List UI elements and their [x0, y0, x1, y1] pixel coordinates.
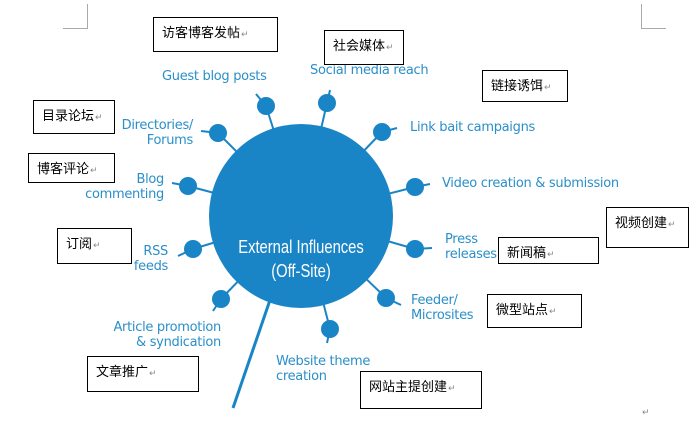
cn-box-website-theme[interactable]: 网站主提创建↵ [360, 371, 482, 409]
node-dot-guest-blog-posts [257, 97, 275, 115]
node-dot-feeder-microsites [377, 289, 395, 307]
label-guest-blog-posts: Guest blog posts [162, 69, 267, 84]
cn-box-social-media[interactable]: 社会媒体↵ [324, 30, 404, 65]
node-dot-directories-forums [209, 124, 227, 142]
label-feeder-microsites: Feeder/Microsites [411, 293, 474, 323]
label-video-creation: Video creation & submission [442, 176, 619, 191]
cn-box-article-promotion[interactable]: 文章推广↵ [87, 356, 199, 392]
trailing-paragraph-mark: ↵ [642, 408, 650, 418]
label-directories-forums: Directories/Forums [121, 118, 194, 148]
center-title: External Influences (Off-Site) [227, 235, 375, 283]
cn-box-press-releases[interactable]: 新闻稿↵ [498, 237, 599, 264]
pointer-line [231, 299, 272, 409]
node-dot-press-releases [406, 240, 424, 258]
node-dot-blog-commenting [179, 177, 197, 195]
label-article-promotion: Article promotion& syndication [113, 320, 221, 350]
node-dot-video-creation [406, 178, 424, 196]
center-title-line1: External Influences [238, 237, 364, 257]
cn-box-guest-blog-posts[interactable]: 访客博客发帖↵ [153, 17, 278, 52]
page-corner-mark-right [641, 4, 666, 29]
node-dot-website-theme-creation [321, 320, 339, 338]
center-title-line2: (Off-Site) [271, 261, 331, 281]
node-dot-social-media-reach [318, 94, 336, 112]
cn-box-link-bait[interactable]: 链接诱饵↵ [482, 70, 568, 102]
node-dot-link-bait-campaigns [373, 123, 391, 141]
page-corner-mark-left [63, 4, 88, 29]
center-circle [209, 124, 393, 308]
cn-box-video-creation[interactable]: 视频创建↵ [606, 207, 689, 248]
label-link-bait-campaigns: Link bait campaigns [410, 120, 535, 135]
cn-box-rss-feeds[interactable]: 订阅↵ [57, 228, 132, 264]
cn-box-feeder-microsites[interactable]: 微型站点↵ [487, 294, 582, 328]
cn-box-blog-commenting[interactable]: 博客评论↵ [28, 153, 115, 183]
node-dot-article-promotion [212, 290, 230, 308]
cn-box-directories-forums[interactable]: 目录论坛↵ [33, 100, 115, 134]
label-social-media-reach: Social media reach [310, 63, 429, 78]
node-dot-rss-feeds [184, 240, 202, 258]
